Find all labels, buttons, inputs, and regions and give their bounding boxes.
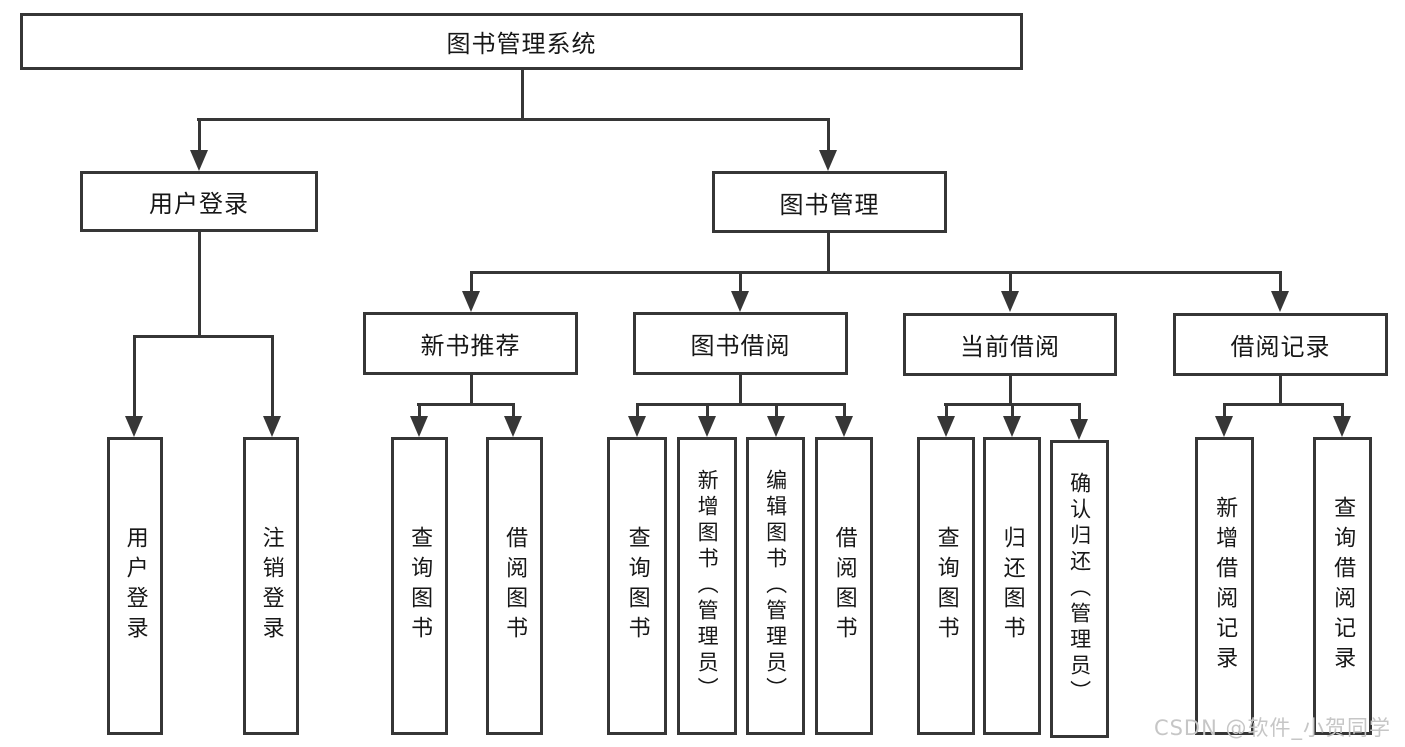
node-book-borrow: 图书借阅 (633, 312, 848, 375)
leaf-current-query-book: 查询图书 (917, 437, 975, 735)
connector-level1-hline (197, 118, 830, 121)
arrow-down-icon (461, 271, 480, 312)
arrow-down-icon (1270, 271, 1289, 312)
arrow-down-icon (1000, 271, 1019, 312)
csdn-watermark: CSDN @软件_小贺同学 (1153, 716, 1391, 740)
connector-borrowrecord-stem (1278, 374, 1282, 406)
leaf-borrow-edit-book-admin: 编辑图书（管理员） (746, 437, 805, 735)
connector-newbook-stem (469, 373, 473, 406)
arrow-down-icon (936, 403, 955, 437)
connector-user-login-hline (132, 335, 274, 338)
arrow-down-icon (1214, 403, 1233, 437)
connector-book-management-stem (826, 230, 830, 274)
arrow-down-icon (503, 403, 522, 437)
arrow-down-icon (189, 118, 208, 171)
connector-borrowrecord-hline (1222, 403, 1344, 406)
arrow-down-icon (818, 118, 837, 171)
leaf-logout-login: 注销登录 (243, 437, 299, 735)
node-library-management-system: 图书管理系统 (20, 13, 1023, 70)
arrow-down-icon (730, 271, 749, 312)
node-user-login: 用户登录 (80, 171, 318, 232)
node-book-management: 图书管理 (712, 171, 947, 233)
arrow-down-icon (1069, 403, 1088, 440)
leaf-current-return-book: 归还图书 (983, 437, 1041, 735)
connector-level2-hline (469, 271, 1281, 274)
arrow-down-icon (627, 403, 646, 437)
leaf-borrow-query-book: 查询图书 (607, 437, 667, 735)
arrow-down-icon (697, 403, 716, 437)
leaf-current-confirm-return-admin: 确认归还（管理员） (1050, 440, 1109, 738)
leaf-record-query-borrow-record: 查询借阅记录 (1313, 437, 1372, 735)
leaf-newbook-query-book: 查询图书 (391, 437, 448, 735)
arrow-down-icon (1332, 403, 1351, 437)
node-current-borrow: 当前借阅 (903, 313, 1117, 376)
arrow-down-icon (409, 403, 428, 437)
connector-currentborrow-stem (1008, 374, 1012, 406)
node-new-book-recommend: 新书推荐 (363, 312, 578, 375)
connector-bookborrow-stem (738, 373, 742, 406)
connector-root-stem (521, 67, 524, 121)
leaf-record-add-borrow-record: 新增借阅记录 (1195, 437, 1254, 735)
leaf-user-login: 用户登录 (107, 437, 163, 735)
connector-user-login-stem (197, 230, 201, 338)
connector-newbook-hline (417, 403, 515, 406)
leaf-newbook-borrow-book: 借阅图书 (486, 437, 543, 735)
connector-bookborrow-hline (635, 403, 846, 406)
arrow-down-icon (766, 403, 785, 437)
leaf-borrow-add-book-admin: 新增图书（管理员） (677, 437, 737, 735)
arrow-down-icon (124, 335, 143, 437)
arrow-down-icon (834, 403, 853, 437)
node-borrow-record: 借阅记录 (1173, 313, 1388, 376)
arrow-down-icon (262, 335, 281, 437)
leaf-borrow-borrow-book: 借阅图书 (815, 437, 873, 735)
arrow-down-icon (1002, 403, 1021, 437)
